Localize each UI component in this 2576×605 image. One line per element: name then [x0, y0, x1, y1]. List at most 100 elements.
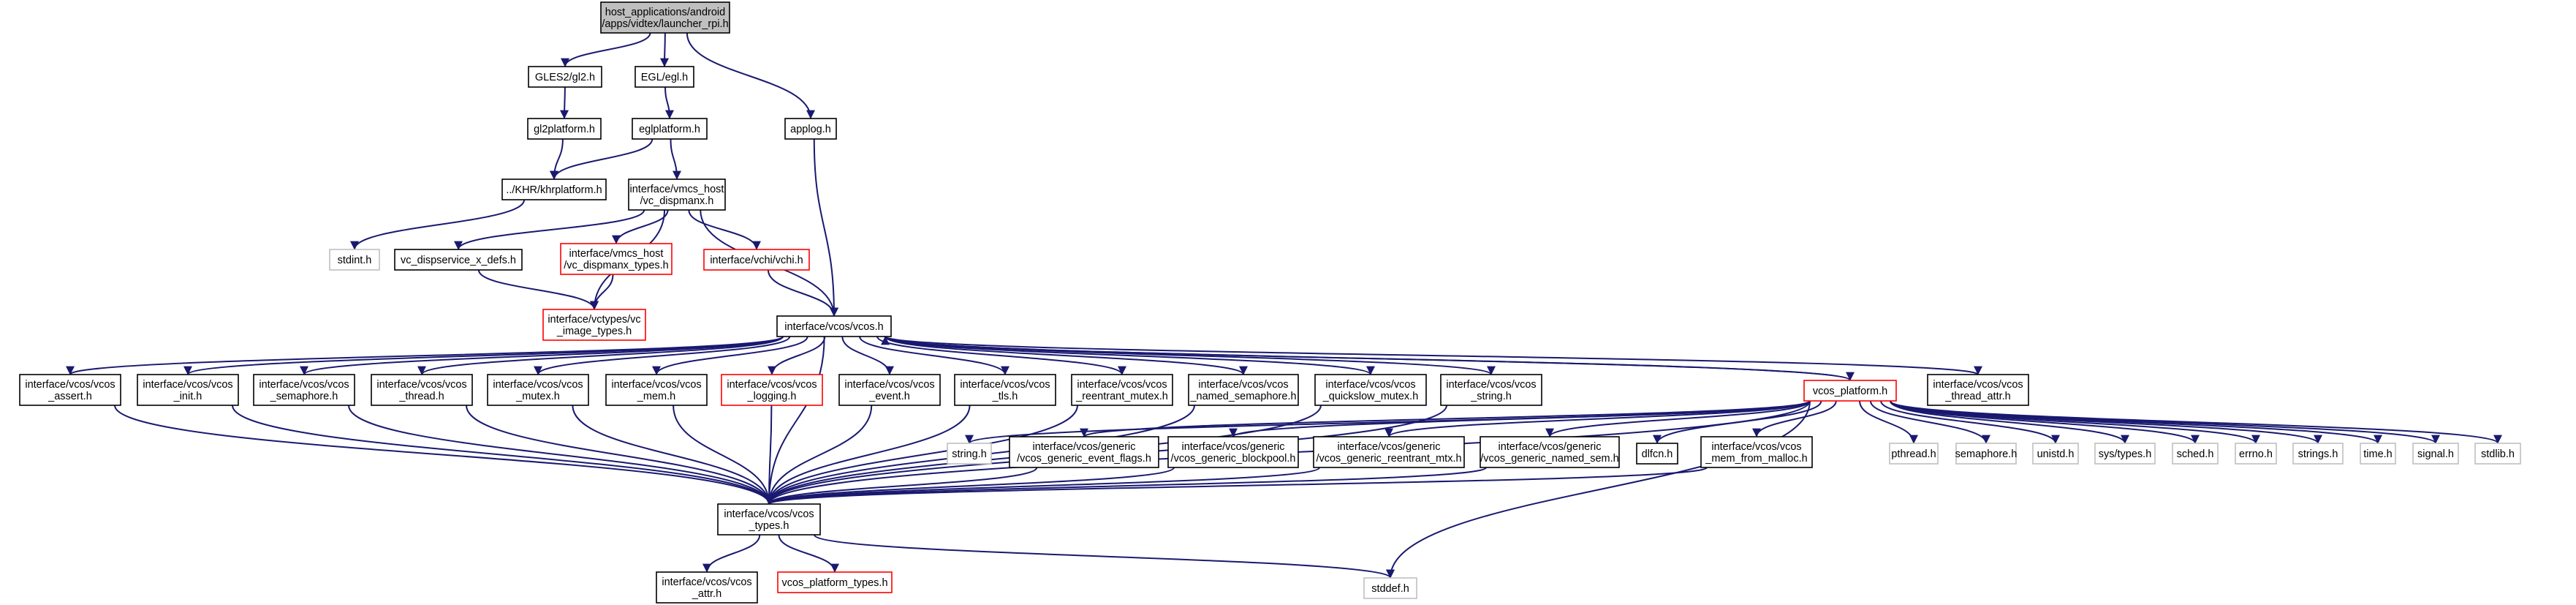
node-quickslow[interactable]: interface/vcos/vcos_quickslow_mutex.h	[1314, 374, 1427, 406]
node-egl[interactable]: EGL/egl.h	[634, 66, 694, 88]
node-box	[487, 374, 589, 406]
node-label: _logging.h	[747, 391, 797, 402]
node-label: interface/vcos/vcos.h	[784, 321, 883, 333]
node-mem[interactable]: interface/vcos/vcos_mem.h	[605, 374, 708, 406]
node-label: stdint.h	[338, 255, 372, 266]
node-reentrant[interactable]: interface/vcos/vcos_reentrant_mutex.h	[1071, 374, 1173, 406]
node-box	[1188, 374, 1299, 406]
edge-vcos-to-types	[765, 336, 825, 505]
edge-tls-to-types	[765, 405, 971, 505]
node-time: time.h	[2360, 443, 2396, 465]
node-label: interface/vcos/vcos	[143, 379, 232, 391]
edge-vcdispmanx-to-dispmanxtypes	[612, 209, 669, 244]
node-label: sched.h	[2177, 448, 2214, 460]
node-applog[interactable]: applog.h	[784, 118, 837, 140]
node-label: /vcos_generic_blockpool.h	[1171, 453, 1296, 465]
edge-platform-to-sched	[1890, 400, 2200, 444]
node-vcdispmanx[interactable]: interface/vmcs_host/vc_dispmanx.h	[628, 179, 726, 211]
node-box	[1440, 374, 1542, 406]
edge-launcher-to-gles2	[561, 32, 651, 67]
node-platform[interactable]: vcos_platform.h	[1803, 380, 1897, 402]
node-gen-block[interactable]: interface/vcos/generic/vcos_generic_bloc…	[1167, 436, 1299, 468]
node-stddef: stddef.h	[1363, 577, 1417, 599]
node-launcher[interactable]: host_applications/android/apps/vidtex/la…	[600, 1, 730, 34]
node-label: strings.h	[2298, 448, 2338, 460]
node-dispmanxtypes[interactable]: interface/vmcs_host/vc_dispmanx_types.h	[560, 243, 673, 275]
node-assert[interactable]: interface/vcos/vcos_assert.h	[19, 374, 121, 406]
node-label: stdlib.h	[2481, 448, 2515, 460]
node-box	[1071, 374, 1173, 406]
node-namedsem[interactable]: interface/vcos/vcos_named_semaphore.h	[1188, 374, 1299, 406]
node-label: interface/vcos/vcos	[1446, 379, 1536, 391]
edge-thread-to-types	[466, 405, 773, 505]
node-label: interface/vcos/vcos	[844, 379, 934, 391]
node-event[interactable]: interface/vcos/vcos_event.h	[838, 374, 941, 406]
node-box	[656, 571, 758, 604]
node-label: interface/vcos/vcos	[662, 576, 751, 588]
node-gen-named[interactable]: interface/vcos/generic/vcos_generic_name…	[1480, 436, 1620, 468]
node-box	[19, 374, 121, 406]
edge-platform-to-vcos	[881, 336, 1851, 381]
node-gen-event[interactable]: interface/vcos/generic/vcos_generic_even…	[1009, 436, 1159, 468]
node-box	[1803, 380, 1897, 402]
edge-vcos-to-event	[841, 336, 894, 375]
node-label: interface/vcos/vcos	[493, 379, 583, 391]
node-box	[2235, 443, 2277, 465]
node-string-vcos[interactable]: interface/vcos/vcos_string.h	[1440, 374, 1542, 406]
node-thread[interactable]: interface/vcos/vcos_thread.h	[371, 374, 473, 406]
node-stdint: stdint.h	[329, 249, 380, 271]
node-label: semaphore.h	[1955, 448, 2018, 460]
node-khrplatform[interactable]: ../KHR/khrplatform.h	[501, 179, 607, 200]
node-gles2[interactable]: GLES2/gl2.h	[528, 66, 602, 88]
node-label: _image_types.h	[556, 326, 632, 337]
node-box	[776, 315, 892, 337]
node-tls[interactable]: interface/vcos/vcos_tls.h	[954, 374, 1056, 406]
node-box	[605, 374, 708, 406]
edge-vcdispmanx-to-vchi	[688, 209, 761, 250]
node-label: _thread.h	[398, 391, 444, 402]
node-vchi[interactable]: interface/vchi/vchi.h	[703, 249, 810, 271]
edge-malloc-to-types	[765, 467, 1708, 505]
edge-vcos-to-mem	[652, 336, 808, 375]
node-box	[2360, 443, 2396, 465]
node-attr[interactable]: interface/vcos/vcos_attr.h	[656, 571, 758, 604]
node-mutex[interactable]: interface/vcos/vcos_mutex.h	[487, 374, 589, 406]
node-label: _tls.h	[992, 391, 1018, 402]
node-box	[528, 66, 602, 88]
node-label: interface/vcos/vcos	[1198, 379, 1288, 391]
edge-vcos-to-namedsem	[884, 336, 1248, 375]
node-label: interface/vctypes/vc	[548, 314, 640, 326]
node-malloc[interactable]: interface/vcos/vcos_mem_from_malloc.h	[1700, 436, 1813, 468]
edge-platform-to-gen-named	[1545, 400, 1811, 437]
node-label: _reentrant_mutex.h	[1075, 391, 1168, 402]
node-label: interface/vcos/vcos	[1933, 379, 2023, 391]
node-label: applog.h	[790, 124, 831, 135]
node-dlfcn[interactable]: dlfcn.h	[1636, 443, 1678, 465]
node-imagetypes[interactable]: interface/vctypes/vc_image_types.h	[542, 309, 646, 341]
node-box	[394, 249, 523, 271]
node-label: string.h	[952, 448, 987, 460]
node-vcos[interactable]: interface/vcos/vcos.h	[776, 315, 892, 337]
node-init[interactable]: interface/vcos/vcos_init.h	[137, 374, 239, 406]
node-box	[1927, 374, 2029, 406]
node-label: /apps/vidtex/launcher_rpi.h	[602, 18, 728, 30]
node-label: interface/vcos/vcos	[1711, 441, 1801, 453]
node-dispservice[interactable]: vc_dispservice_x_defs.h	[394, 249, 523, 271]
edge-mem-to-types	[673, 405, 773, 505]
node-types[interactable]: interface/vcos/vcos_types.h	[717, 503, 821, 536]
node-box	[838, 374, 941, 406]
node-semaphore[interactable]: interface/vcos/vcos_semaphore.h	[253, 374, 355, 406]
node-label: /vc_dispmanx_types.h	[564, 260, 668, 271]
node-label: _event.h	[868, 391, 910, 402]
node-gl2platform[interactable]: gl2platform.h	[527, 118, 602, 140]
node-label: interface/vmcs_host	[630, 184, 724, 195]
node-logging[interactable]: interface/vcos/vcos_logging.h	[721, 374, 823, 406]
edge-platform-to-unistd	[1880, 400, 2060, 444]
node-eglplatform[interactable]: eglplatform.h	[632, 118, 708, 140]
node-threadattr[interactable]: interface/vcos/vcos_thread_attr.h	[1927, 374, 2029, 406]
node-label: host_applications/android	[605, 7, 725, 18]
node-label: pthread.h	[1891, 448, 1936, 460]
node-gen-reent[interactable]: interface/vcos/generic/vcos_generic_reen…	[1313, 436, 1465, 468]
node-box	[717, 503, 821, 536]
node-ptypes[interactable]: vcos_platform_types.h	[777, 571, 893, 593]
